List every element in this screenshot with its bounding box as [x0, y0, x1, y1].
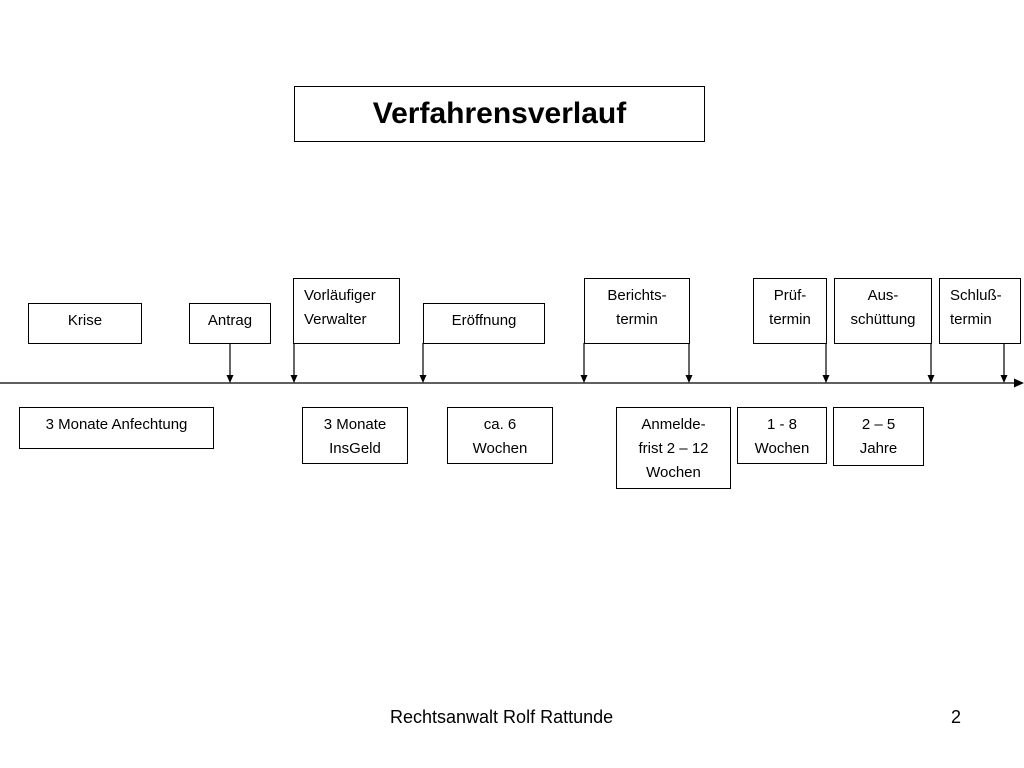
footer-author: Rechtsanwalt Rolf Rattunde [390, 707, 614, 727]
connector-schlusstermin-arrowhead [1000, 375, 1008, 383]
connector-ausschuettung-arrowhead [927, 375, 935, 383]
connector-berichtstermin-right-arrowhead [685, 375, 693, 383]
event-box-krise: Krise [28, 303, 142, 344]
period-box-jahre: 2 – 5 Jahre [833, 407, 924, 466]
event-box-prueftermin: Prüf- termin [753, 278, 827, 344]
period-box-anfechtung: 3 Monate Anfechtung [19, 407, 214, 449]
timeline-axis-arrowhead [1014, 378, 1024, 388]
period-box-insgeld: 3 Monate InsGeld [302, 407, 408, 464]
event-box-eroeffnung: Eröffnung [423, 303, 545, 344]
page-number: 2 [951, 707, 962, 727]
connector-eroeffnung-arrowhead [419, 375, 427, 383]
event-box-vorlaeufiger-verwalter: Vorläufiger Verwalter [293, 278, 400, 344]
connector-antrag-arrowhead [226, 375, 234, 383]
event-box-antrag: Antrag [189, 303, 271, 344]
event-box-schlusstermin: Schluß- termin [939, 278, 1021, 344]
event-box-ausschuettung: Aus- schüttung [834, 278, 932, 344]
connector-prueftermin-arrowhead [822, 375, 830, 383]
slide-title: Verfahrensverlauf [294, 86, 705, 142]
connector-berichtstermin-left-arrowhead [580, 375, 588, 383]
period-box-pruef-wochen: 1 - 8 Wochen [737, 407, 827, 464]
event-box-berichtstermin: Berichts- termin [584, 278, 690, 344]
period-box-ca-6-wochen: ca. 6 Wochen [447, 407, 553, 464]
connector-vorlaeufiger-verwalter-arrowhead [290, 375, 298, 383]
period-box-anmeldefrist: Anmelde- frist 2 – 12 Wochen [616, 407, 731, 489]
